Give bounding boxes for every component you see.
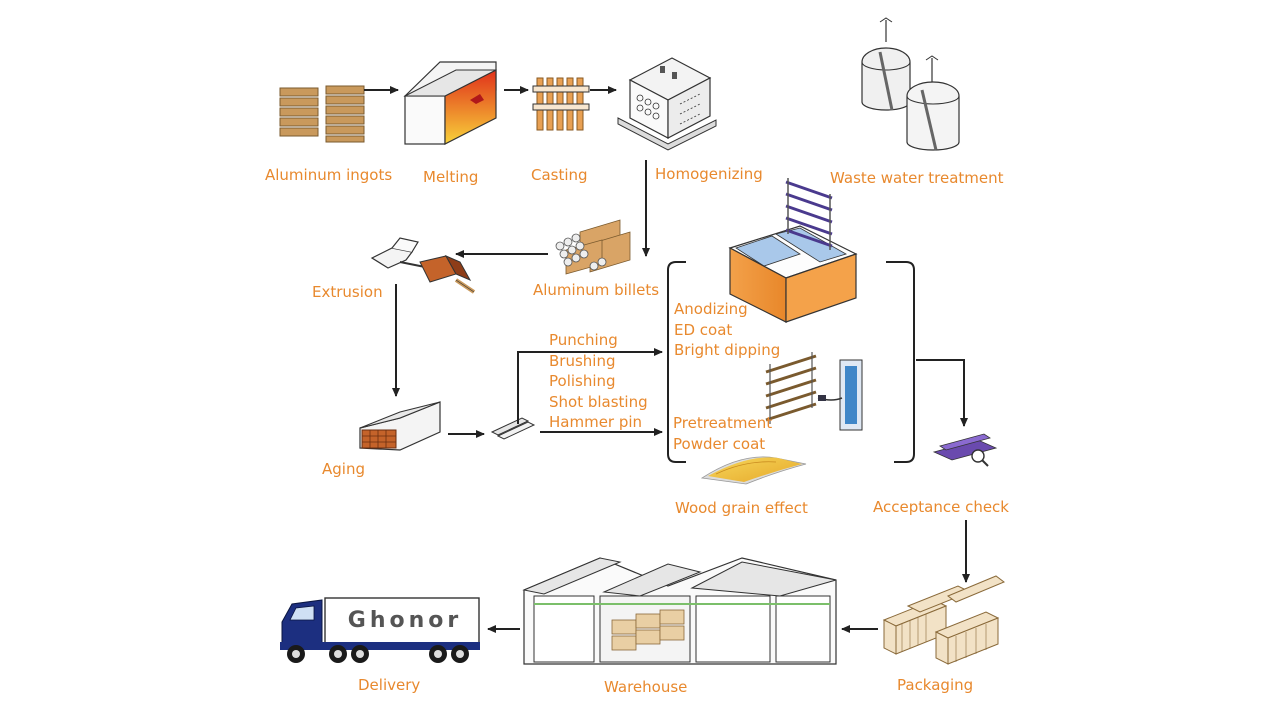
surface-treatment-item: Anodizing (674, 300, 748, 318)
packaging-crates-icon (882, 575, 1005, 665)
anodizing-tank-icon (728, 178, 858, 323)
label-billets: Aluminum billets (533, 281, 660, 299)
mechanical-treatment-item: Brushing (549, 351, 616, 370)
surface-treatments-top-list: Anodizing ED coat Bright dipping (674, 299, 780, 361)
mechanical-treatment-item: Shot blasting (549, 392, 648, 411)
mechanical-treatments-list: Punching Brushing Polishing Shot blastin… (549, 330, 648, 433)
arrow-treatment-acceptance (916, 359, 968, 427)
label-delivery: Delivery (358, 676, 421, 694)
truck-brand-text: Ghonor (347, 608, 463, 633)
ingots-icon (279, 85, 365, 143)
billets-icon (555, 219, 631, 275)
label-homogenizing: Homogenizing (655, 165, 763, 183)
powder-coat-booth-icon (765, 352, 863, 431)
label-packaging: Packaging (897, 676, 974, 694)
label-extrusion: Extrusion (312, 283, 383, 301)
mechanical-treatment-item: Hammer pin (549, 413, 643, 431)
surface-treatment-item: Bright dipping (674, 341, 781, 359)
mechanical-treatment-item: Punching (549, 331, 618, 349)
label-aging: Aging (322, 460, 365, 478)
waste-water-tanks-icon (861, 17, 960, 151)
label-acceptance: Acceptance check (873, 498, 1009, 516)
treatment-bracket-left (667, 261, 686, 463)
label-melting: Melting (423, 168, 479, 186)
label-wood-grain: Wood grain effect (675, 499, 808, 517)
delivery-truck-icon (280, 597, 480, 663)
warehouse-icon (522, 557, 837, 665)
melting-furnace-icon (403, 61, 497, 145)
surface-treatment-item: ED coat (674, 320, 733, 339)
aging-oven-icon (359, 401, 441, 451)
homogenizing-oven-icon (617, 57, 717, 151)
acceptance-check-icon (932, 433, 998, 467)
label-casting: Casting (531, 166, 588, 184)
label-warehouse: Warehouse (604, 678, 688, 696)
surface-treatments-bottom-list: Pretreatment Powder coat (673, 413, 772, 454)
arrow-profiles-mechanical (517, 348, 663, 424)
mechanical-treatment-item: Polishing (549, 372, 616, 390)
casting-icon (532, 77, 590, 131)
surface-treatment-item: Powder coat (673, 434, 766, 453)
wood-grain-icon (700, 456, 807, 485)
label-waste-water: Waste water treatment (830, 169, 1004, 187)
extrusion-press-icon (370, 237, 476, 294)
treatment-bracket-right (886, 261, 915, 463)
label-ingots: Aluminum ingots (265, 166, 393, 184)
surface-treatment-item: Pretreatment (673, 414, 773, 432)
profile-pieces-icon (490, 417, 536, 440)
